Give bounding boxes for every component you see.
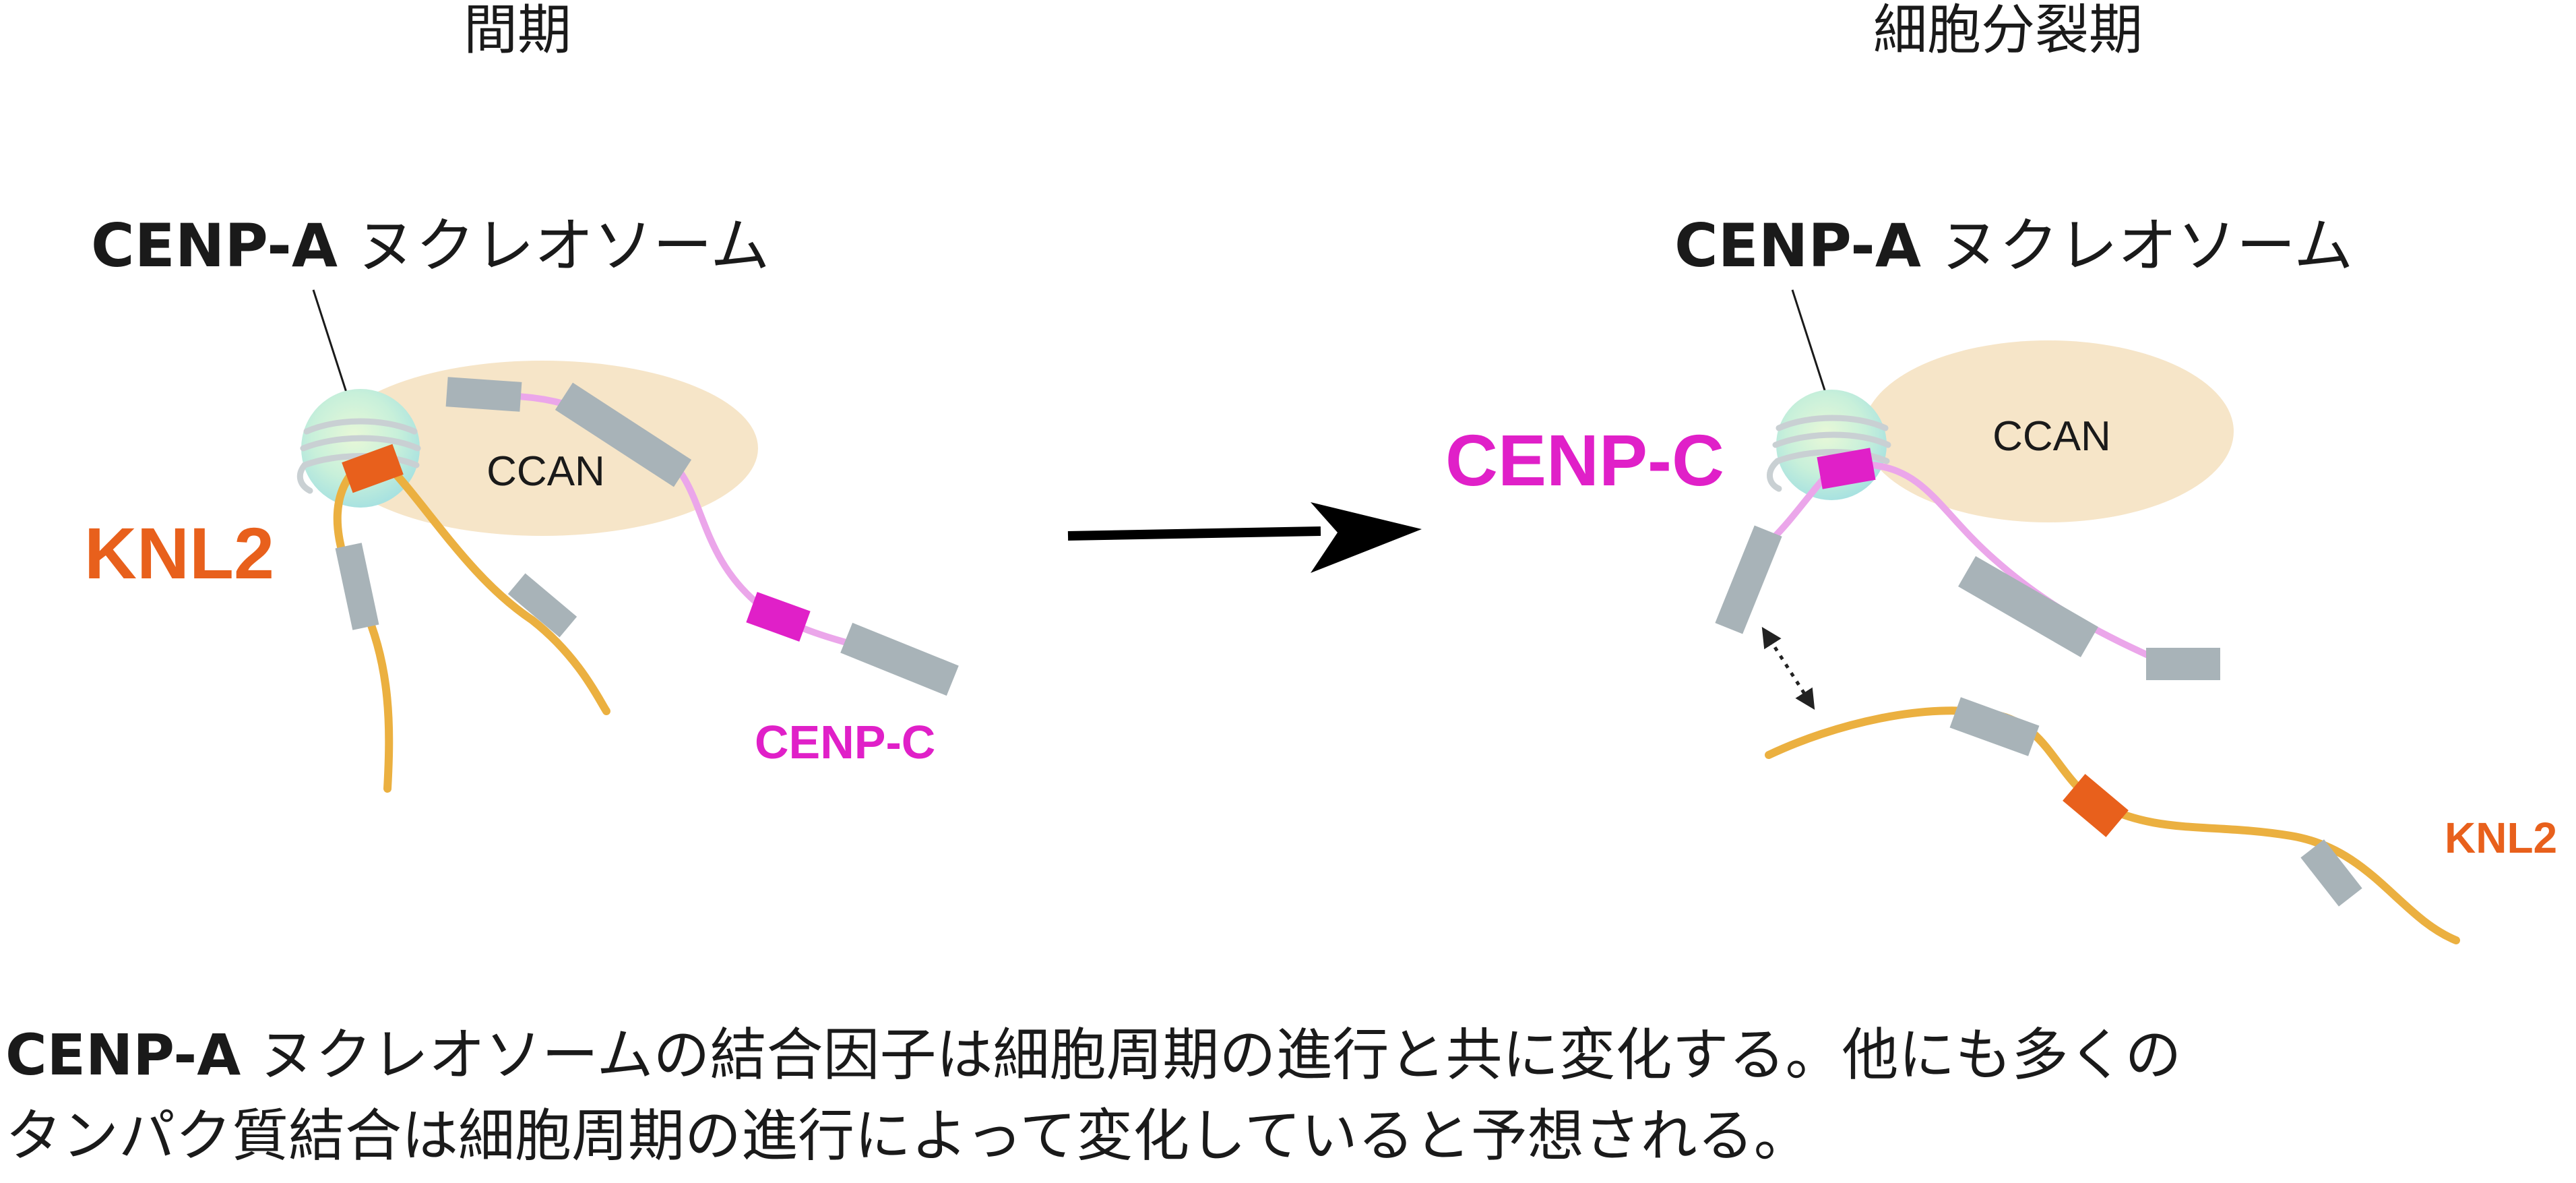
domain-knl2-2: [507, 573, 577, 638]
knl2-binding-domain-right: [2063, 774, 2129, 837]
cenpc-label-left: CENP-C: [755, 716, 935, 768]
cenpc-motif-right: [1817, 448, 1876, 489]
domain-cenpc-1: [445, 377, 522, 412]
domains-left: [335, 377, 959, 696]
pointer-line-left: [312, 289, 348, 395]
title-interphase: 間期: [464, 0, 571, 61]
domains-right: [1715, 525, 2362, 907]
cenpc-label-right: CENP-C: [1445, 419, 1724, 501]
domain-cenpc-r2: [1958, 555, 2098, 658]
domain-cenpc-r1: [1715, 525, 1782, 634]
left-panel: CENP-A ヌクレオソーム CCAN: [84, 211, 959, 793]
domain-cenpc-r3: [2146, 648, 2220, 680]
domain-knl2-1: [335, 543, 379, 630]
dna-wrap-right: [1767, 415, 1891, 492]
cenpa-bold-right: CENP-A: [1674, 211, 1921, 280]
nucleosome-label-left: CENP-A ヌクレオソーム: [91, 211, 769, 280]
caption-line-2: タンパク質結合は細胞周期の進行によって変化していると予想される。: [5, 1103, 1811, 1169]
title-mitosis: 細胞分裂期: [1873, 0, 2143, 61]
right-panel: CENP-A ヌクレオソーム CCAN CE: [1445, 211, 2557, 944]
nucleosome-label-right: CENP-A ヌクレオソーム: [1674, 211, 2353, 280]
domain-knl2-r2: [2300, 839, 2362, 907]
caption-line-1: CENP-A ヌクレオソームの結合因子は細胞周期の進行と共に変化する。他にも多く…: [0, 1014, 2576, 1095]
ccan-complex-right: [1863, 340, 2234, 522]
cenpc-motif-left: [746, 592, 811, 642]
knl2-label-right: KNL2: [2445, 814, 2557, 862]
cenpa-bold-left: CENP-A: [91, 211, 338, 280]
pointer-line-right: [1791, 289, 1827, 395]
ccan-label-left: CCAN: [486, 448, 605, 495]
domain-cenpc-3: [840, 622, 959, 696]
knl2-label-left: KNL2: [84, 512, 274, 594]
domain-knl2-r1: [1949, 697, 2040, 756]
double-headed-dotted-arrow-icon: [1761, 626, 1815, 710]
nucleosome-text-left: ヌクレオソーム: [338, 211, 769, 280]
nucleosome-text-right: ヌクレオソーム: [1921, 211, 2353, 280]
caption-line-1-text: ヌクレオソームの結合因子は細胞周期の進行と共に変化する。他にも多くの: [241, 1022, 2182, 1088]
knl2-binding-domain-left: [342, 444, 404, 493]
caption-bold-cenpa: CENP-A: [5, 1022, 241, 1088]
figure-caption: CENP-A ヌクレオソームの結合因子は細胞周期の進行と共に変化する。他にも多く…: [0, 1014, 2576, 1176]
ccan-label-right: CCAN: [1992, 413, 2111, 460]
right-arrow-icon: [1067, 502, 1422, 573]
ccan-complex-left: [327, 361, 758, 536]
domain-cenpc-2: [555, 382, 692, 487]
